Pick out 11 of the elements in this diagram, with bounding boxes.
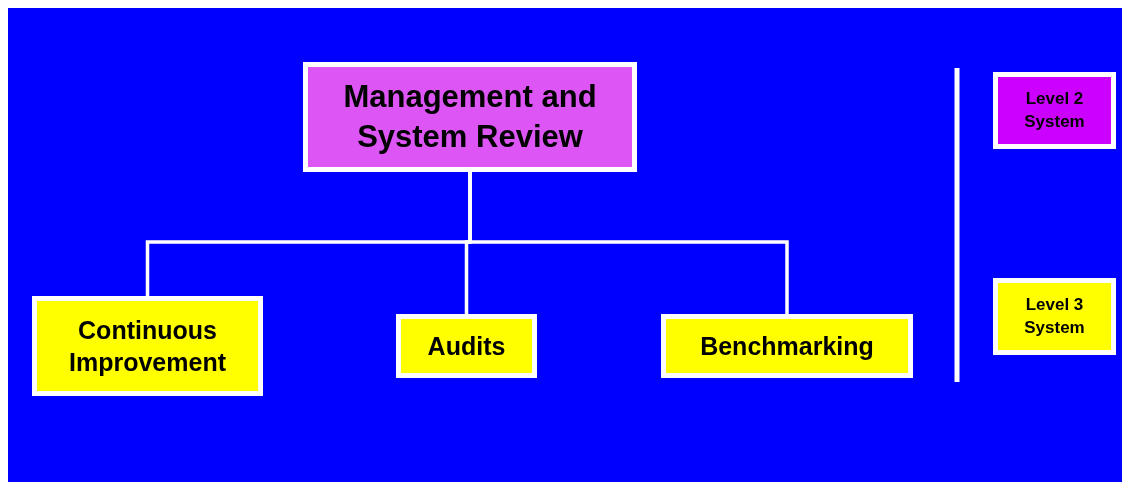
process-box: [396, 314, 537, 378]
legend-label: Level 3 System: [1023, 294, 1086, 339]
box-label: Continuous Improvement: [68, 314, 227, 378]
process-box: [661, 314, 913, 378]
box-label: Audits: [427, 330, 506, 362]
box-label: Management and System Review: [342, 77, 598, 156]
legend-label: Level 2 System: [1023, 88, 1086, 133]
process-box: [32, 296, 263, 396]
connector-line: [468, 172, 789, 314]
box-label: Benchmarking: [700, 330, 874, 362]
process-box: [303, 62, 637, 172]
